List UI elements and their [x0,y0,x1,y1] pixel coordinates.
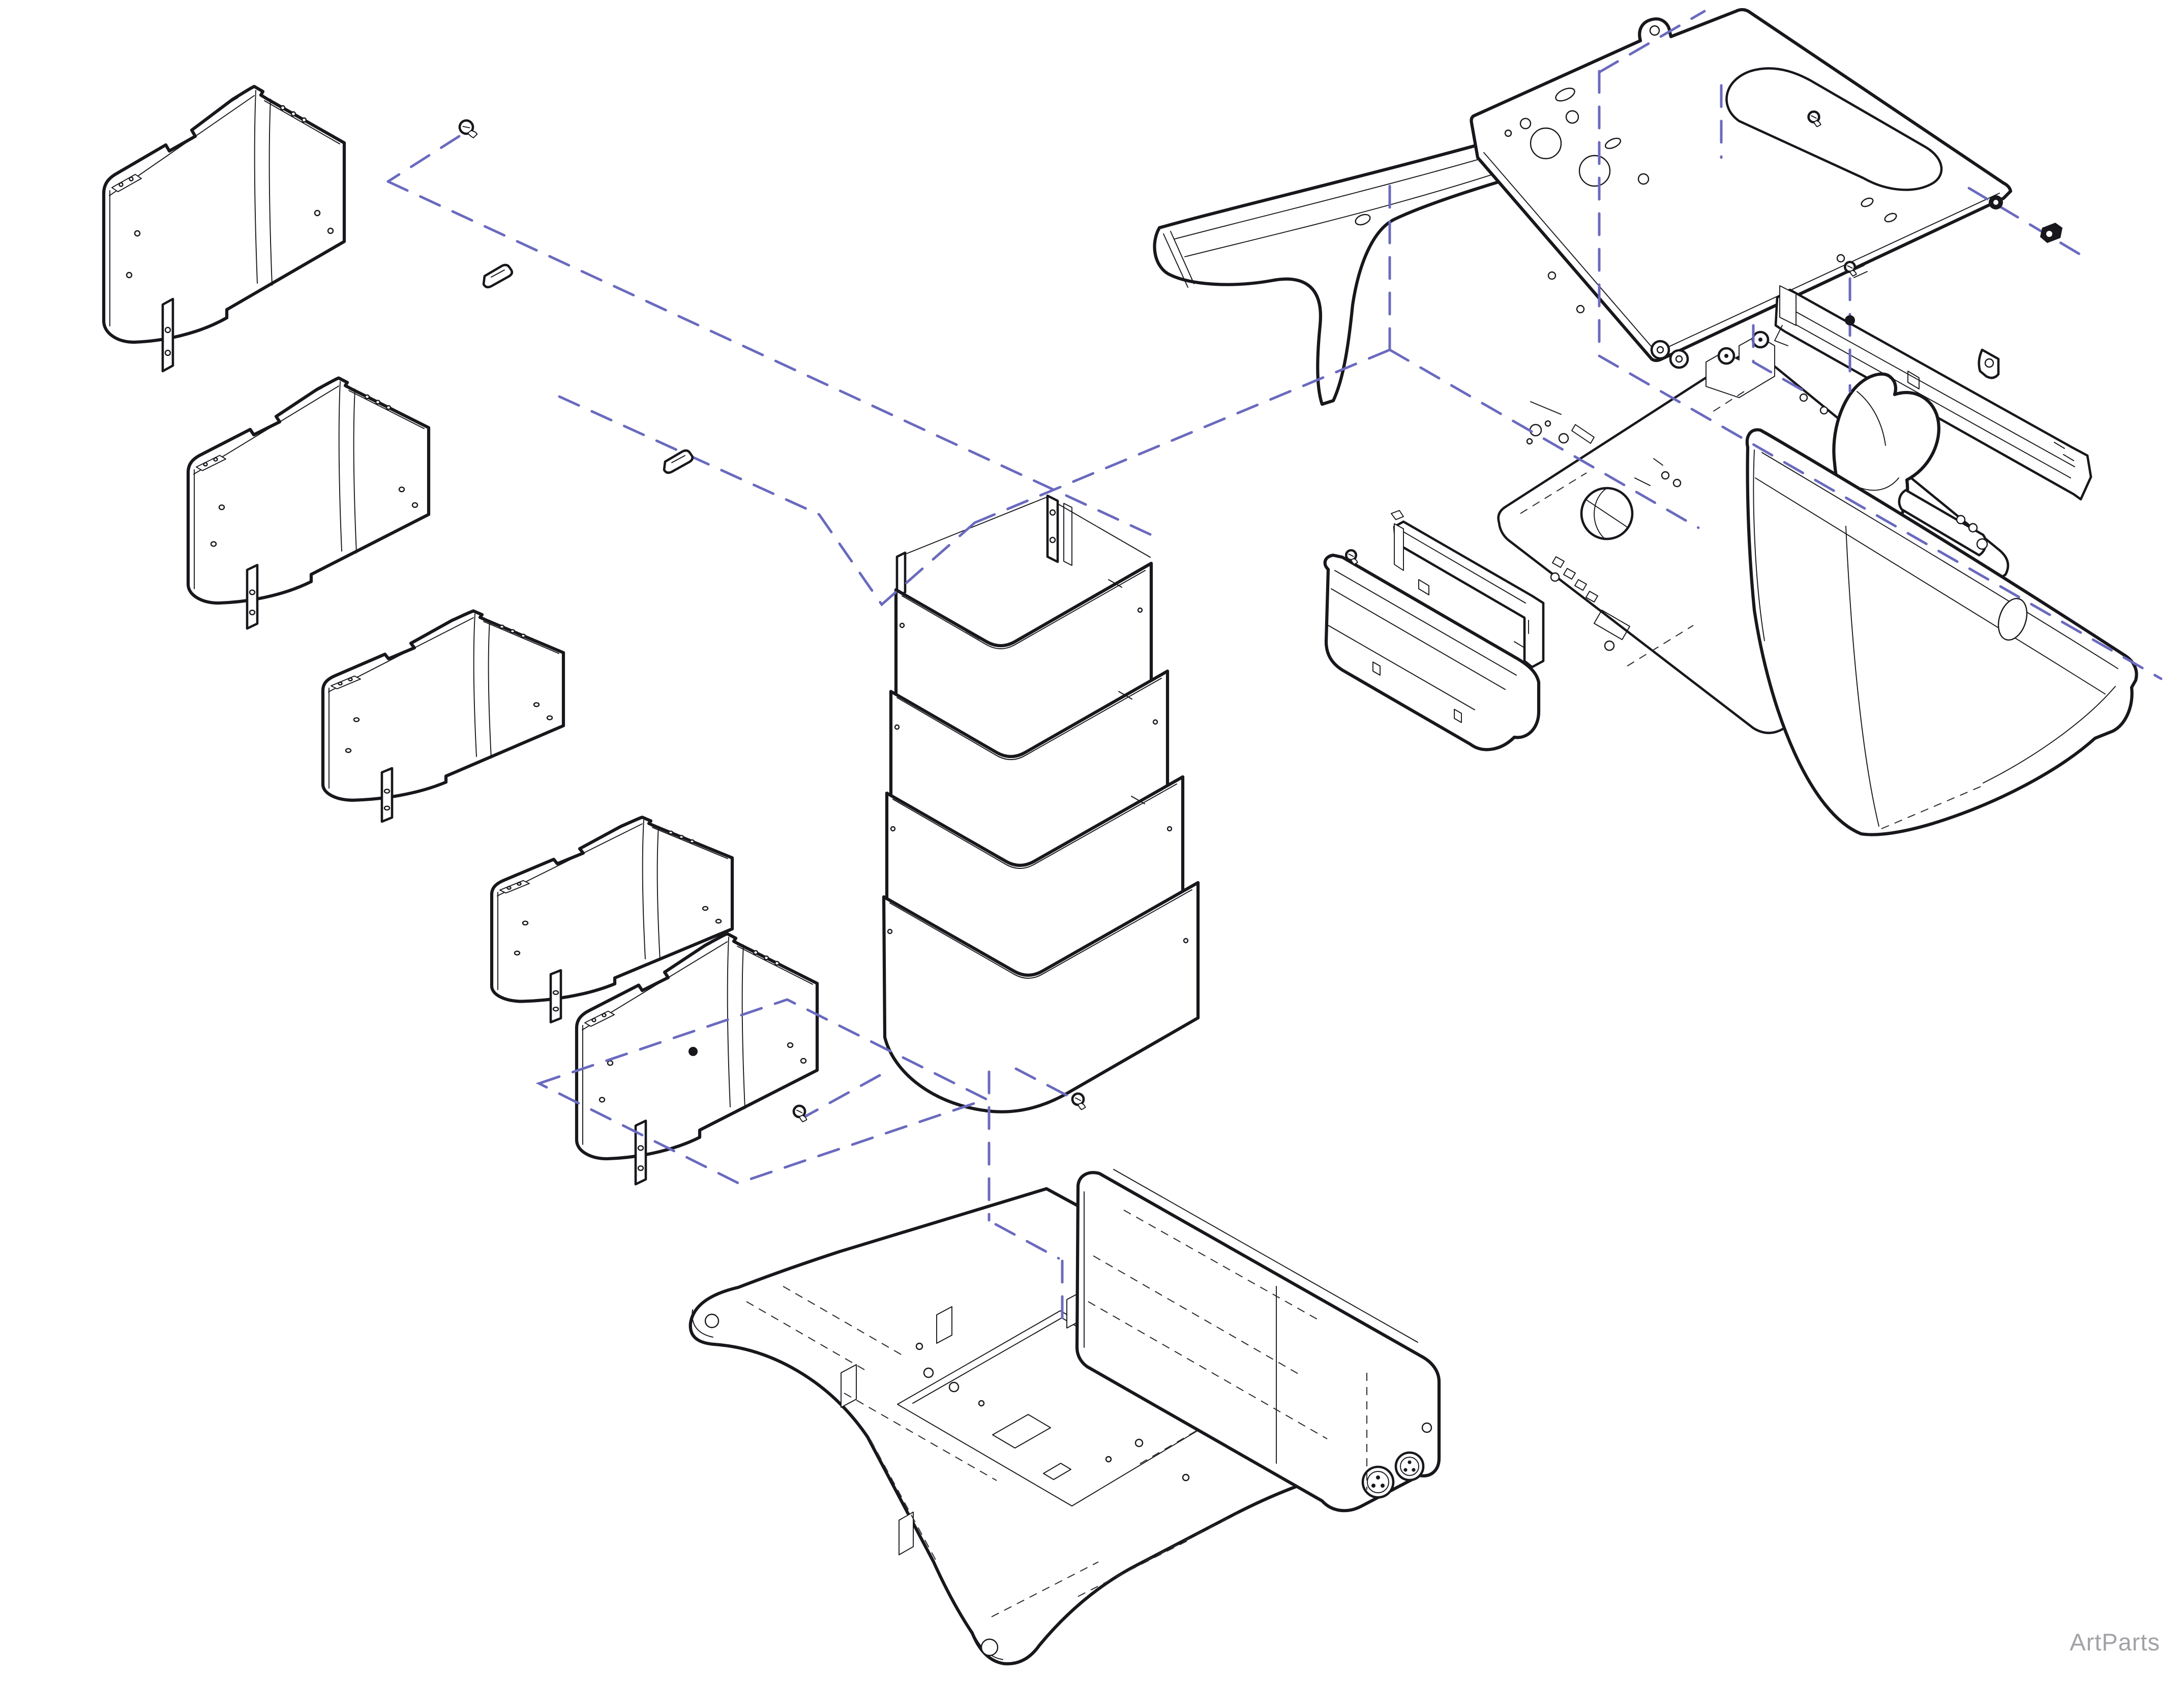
seat-mount-tray [1472,10,2011,378]
column-cover-2 [188,378,429,628]
hidden-lines-cover [1881,786,1983,829]
fasteners [458,110,2062,1123]
right-side-cover [1747,430,2137,834]
nut [1845,315,1855,325]
bolt [2040,223,2062,243]
control-box [1077,1169,1439,1511]
watermark: ArtParts [2070,1629,2160,1655]
column-back-panel [897,496,1150,596]
hidden-lines-box [1088,1210,1367,1490]
nut [689,1047,698,1056]
telescoping-column [884,496,1198,1112]
front-bumper-bracket [1391,510,1543,667]
front-bumper-cover [1325,555,1539,749]
hidden-lines-chassis [1520,391,1744,666]
side-cover-oval-hole [1993,595,2031,644]
power-receptacle [1396,1453,1423,1480]
power-receptacle [1363,1467,1393,1497]
column-band-4 [884,883,1198,1112]
latch-mount [1706,336,1775,398]
washer [1989,195,2003,209]
hidden-lines-base [746,1286,1239,1617]
mounting-rail [1775,286,2091,499]
tray-u-cutout [1726,68,1941,190]
screw [1800,394,1807,401]
screw [1071,1092,1087,1111]
clip-pin [484,265,512,287]
screw [1844,261,1858,277]
screw [458,118,478,141]
clip-pin [664,450,693,473]
screw [792,1104,808,1123]
column-cover-1 [104,86,344,371]
screw [1820,407,1828,414]
column-cover-3 [323,611,563,822]
